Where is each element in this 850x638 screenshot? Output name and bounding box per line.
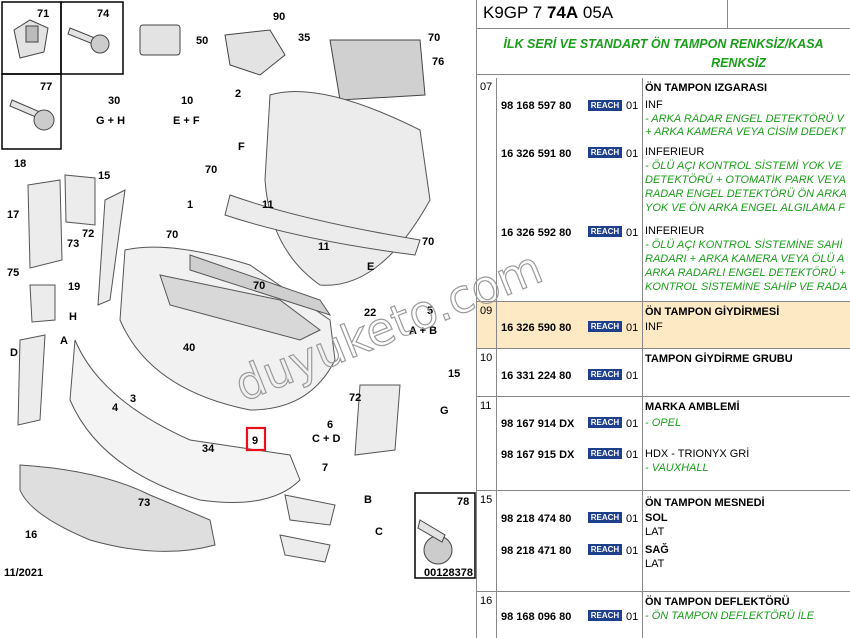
callout-label: 90	[273, 11, 285, 23]
callout-label: 73	[138, 497, 150, 509]
diagram-date: 11/2021	[4, 567, 43, 579]
parts-table: K9GP 7 74A 05A İLK SERİ VE STANDART ÖN T…	[477, 0, 850, 638]
callout-label: C	[375, 526, 383, 538]
table-row[interactable]: 10 TAMPON GİYDİRME GRUBU 16 331 224 80 R…	[477, 349, 850, 397]
callout-label: 4	[112, 402, 119, 414]
callout-label: F	[238, 141, 245, 153]
callout-label: 2	[235, 88, 241, 100]
grille-2-shape	[264, 91, 431, 286]
highlight-9	[245, 426, 267, 452]
housing-90-shape	[224, 29, 286, 76]
callout-label: 9	[252, 435, 258, 447]
support-B-shape	[284, 494, 336, 526]
callout-label: 17	[7, 209, 19, 221]
clip-19-shape	[29, 284, 56, 323]
page-code: K9GP 7 74A 05A	[483, 3, 614, 22]
callout-label: 19	[68, 281, 80, 293]
table-row[interactable]: 11 MARKA AMBLEMİ 98 167 914 DX REACH 01 …	[477, 397, 850, 491]
callout-label: 15	[448, 368, 460, 380]
bracket-18-shape	[27, 179, 63, 269]
callout-label: E	[367, 261, 374, 273]
callout-label: 77	[40, 81, 52, 93]
bracket-D-shape	[17, 334, 46, 426]
table-header: K9GP 7 74A 05A	[477, 0, 850, 29]
callout-label: 78	[457, 496, 469, 508]
callout-label: H	[69, 311, 77, 323]
bracket-G-shape	[354, 384, 401, 456]
panel-divider	[476, 0, 477, 638]
callout-label: 70	[166, 229, 178, 241]
callout-label: 72	[82, 228, 94, 240]
callout-label: 34	[202, 443, 215, 455]
absorber-35-shape	[329, 39, 426, 101]
beam-40-shape	[159, 274, 321, 341]
callout-label: 11	[262, 199, 274, 211]
callout-label: 10	[181, 95, 193, 107]
bracket-H-shape	[97, 189, 126, 306]
callout-label: A	[60, 335, 68, 347]
callout-label: 3	[130, 393, 136, 405]
table-row[interactable]: 07 ÖN TAMPON IZGARASI 98 168 597 80 REAC…	[477, 78, 850, 302]
table-title: İLK SERİ VE STANDART ÖN TAMPON RENKSİZ/K…	[477, 29, 850, 75]
callout-label: 7	[322, 462, 328, 474]
callout-label: E + F	[173, 115, 200, 127]
callout-label: 70	[422, 236, 434, 248]
callout-label: 70	[428, 32, 440, 44]
bumper-cover-9-shape	[69, 339, 301, 503]
callout-label: 30	[108, 95, 120, 107]
callout-label: 75	[7, 267, 19, 279]
callout-label: C + D	[312, 433, 340, 445]
table-row[interactable]: 16 ÖN TAMPON DEFLEKTÖRÜ 98 168 096 80 RE…	[477, 592, 850, 638]
bracket-73-shape	[64, 174, 96, 226]
support-C-shape	[279, 534, 331, 563]
callout-label: 5	[427, 305, 433, 317]
box-77	[1, 73, 62, 150]
callout-label: 71	[37, 8, 49, 20]
callout-label: 16	[25, 529, 37, 541]
callout-label: 73	[67, 238, 79, 250]
callout-label: 22	[364, 307, 376, 319]
deflector-16-shape	[19, 464, 216, 552]
callout-label: G	[440, 405, 449, 417]
callout-label: 76	[432, 56, 444, 68]
callout-label: 74	[97, 8, 110, 20]
callout-label: 15	[98, 170, 110, 182]
callout-label: 11	[318, 241, 330, 253]
callout-label: B	[364, 494, 372, 506]
callout-label: D	[10, 347, 18, 359]
callout-label: 1	[187, 199, 193, 211]
callout-label: 18	[14, 158, 26, 170]
callout-label: A + B	[409, 325, 437, 337]
callout-label: G + H	[96, 115, 125, 127]
bracket-50-shape	[139, 24, 181, 56]
box-74	[60, 1, 124, 75]
diagram-ref: 00128378	[424, 567, 473, 579]
callout-label: 70	[205, 164, 217, 176]
box-78	[414, 492, 476, 579]
callout-label: 40	[183, 342, 195, 354]
callout-label: 72	[349, 392, 361, 404]
table-row-selected[interactable]: 09 ÖN TAMPON GİYDİRMESİ 16 326 590 80 RE…	[477, 302, 850, 349]
trim-1-shape	[224, 194, 421, 256]
beam-22-shape	[189, 254, 332, 316]
table-row[interactable]: 15 ÖN TAMPON MESNEDİ 98 218 474 80 REACH…	[477, 491, 850, 592]
callout-label: 35	[298, 32, 310, 44]
callout-label: 70	[253, 280, 265, 292]
callout-label: 6	[327, 419, 333, 431]
callout-label: 50	[196, 35, 208, 47]
